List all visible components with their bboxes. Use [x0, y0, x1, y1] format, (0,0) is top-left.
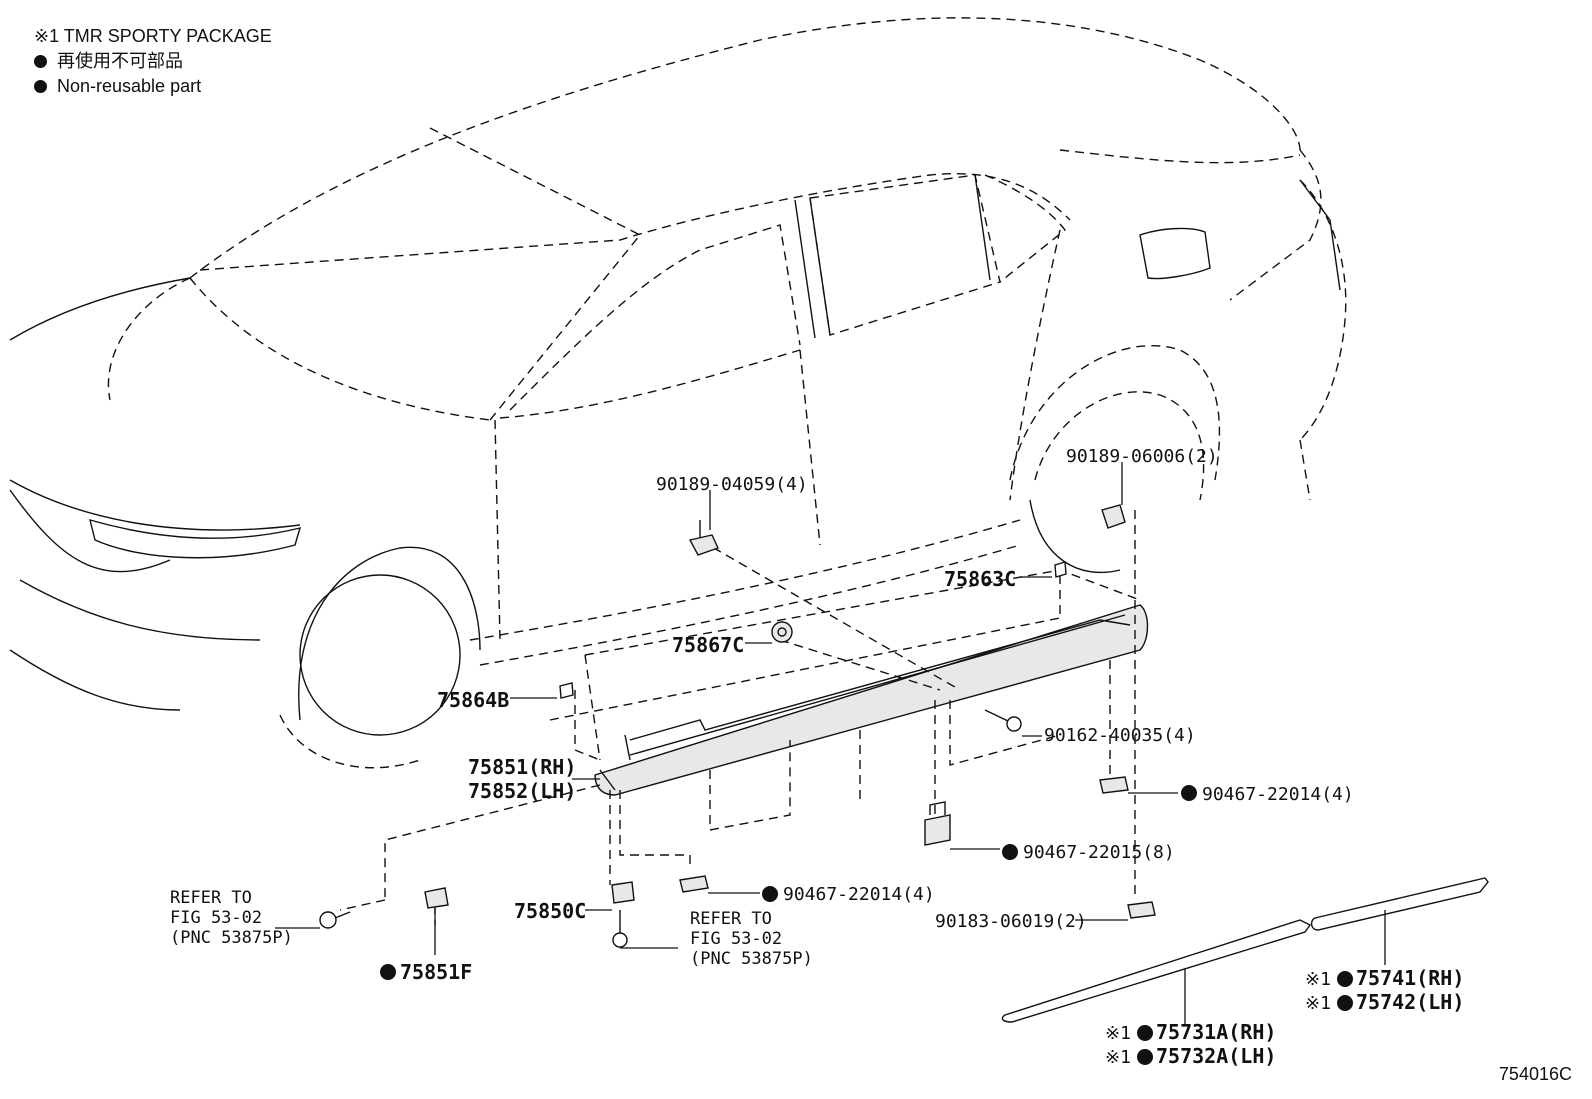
- mouldings: [1001, 877, 1489, 1023]
- nonreusable-dot: [1137, 1025, 1153, 1041]
- label-mark: ※1: [1105, 1047, 1131, 1068]
- label-75852: 75852(LH): [468, 779, 576, 803]
- legend: ※1 TMR SPORTY PACKAGE 再使用不可部品 Non-reusab…: [34, 24, 272, 99]
- legend-note: ※1 TMR SPORTY PACKAGE: [34, 26, 272, 46]
- label-90162-40035: 90162-40035(4): [1044, 725, 1196, 746]
- figure-number: 754016C: [1498, 1064, 1572, 1084]
- reference-note-left: REFER TO FIG 53-02 (PNC 53875P): [170, 888, 293, 948]
- label-75851: 75851(RH): [468, 755, 576, 779]
- nonreusable-dot: [762, 886, 778, 902]
- part-labels: 90189-04059(4) 90189-06006(2) 75863C 758…: [380, 446, 1464, 1068]
- label-mark: ※1: [1105, 1023, 1131, 1044]
- label-90183-06019: 90183-06019(2): [935, 911, 1087, 932]
- label-75732a: 75732A(LH): [1156, 1044, 1276, 1068]
- label-75741: 75741(RH): [1356, 966, 1464, 990]
- dot-icon: [34, 80, 47, 93]
- nonreusable-dot: [1337, 971, 1353, 987]
- label-90467-22014-bottom: 90467-22014(4): [783, 884, 935, 905]
- label-90189-06006: 90189-06006(2): [1066, 446, 1218, 467]
- nonreusable-dot: [1181, 785, 1197, 801]
- label-75850c: 75850C: [514, 899, 586, 923]
- label-75731a: 75731A(RH): [1156, 1020, 1276, 1044]
- label-90467-22014-right: 90467-22014(4): [1202, 784, 1354, 805]
- nonreusable-dot: [1002, 844, 1018, 860]
- label-75851f: 75851F: [400, 960, 472, 984]
- legend-nonreusable-en: Non-reusable part: [34, 74, 272, 99]
- label-90467-22015: 90467-22015(8): [1023, 842, 1175, 863]
- fasteners: [319, 504, 1156, 948]
- label-mark: ※1: [1305, 969, 1331, 990]
- dot-icon: [34, 55, 47, 68]
- reference-note-center: REFER TO FIG 53-02 (PNC 53875P): [690, 909, 813, 969]
- nonreusable-dot: [1137, 1049, 1153, 1065]
- legend-nonreusable-jp: 再使用不可部品: [34, 49, 272, 74]
- car-outline: [9, 17, 1347, 769]
- nonreusable-dot: [380, 964, 396, 980]
- label-75863c: 75863C: [944, 567, 1016, 591]
- label-75864b: 75864B: [437, 688, 509, 712]
- label-75742: 75742(LH): [1356, 990, 1464, 1014]
- label-mark: ※1: [1305, 993, 1331, 1014]
- rocker-panel: [594, 604, 1149, 796]
- label-90189-04059: 90189-04059(4): [656, 474, 808, 495]
- label-75867c: 75867C: [672, 633, 744, 657]
- leader-lines: [275, 462, 1386, 1025]
- nonreusable-dot: [1337, 995, 1353, 1011]
